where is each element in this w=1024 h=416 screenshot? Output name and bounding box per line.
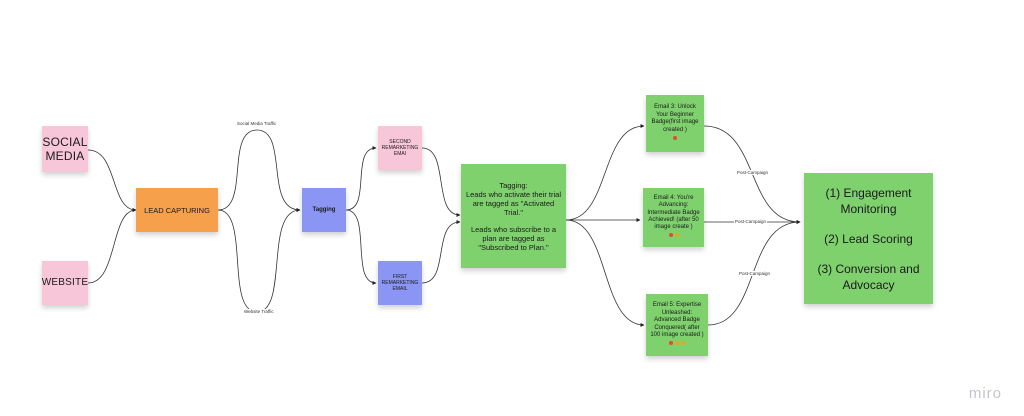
tagging-detail-title: Tagging: [499,180,528,190]
edge-label-post-campaign-mid: Post-Campaign [734,219,768,224]
note-tagging-detail[interactable]: Tagging: Leads who activate their trial … [461,164,566,268]
note-email3-label: Email 3: Unlock Your Beginner Badge(firs… [651,104,699,133]
note-website[interactable]: WEBSITE [42,261,88,305]
tagging-detail-block-2: Leads who subscribe to a plan are tagged… [465,225,562,252]
note-website-label: WEBSITE [41,277,89,288]
note-tagging-label: Tagging [312,207,336,213]
note-first-remarketing[interactable]: FIRST REMARKETING EMAIL [378,261,422,305]
note-lead-capturing[interactable]: LEAD CAPTURING [136,188,218,232]
note-tagging[interactable]: Tagging [302,188,346,232]
note-email4-label: Email 4: You're Advancing: Intermediate … [647,194,700,231]
medal-emoji-icon [672,135,678,142]
note-email4[interactable]: Email 4: You're Advancing: Intermediate … [643,188,704,247]
note-email5-label: Email 5: Expertise Unleashed: Advanced B… [650,302,704,338]
note-email3[interactable]: Email 3: Unlock Your Beginner Badge(firs… [646,95,704,152]
note-second-remarketing[interactable]: SECOND REMARKETING EMAI [378,126,422,170]
edge-second-to-detail [421,147,461,217]
edge-detail-to-email3 [565,124,645,221]
note-first-remarketing-label: FIRST REMARKETING EMAIL [381,274,419,292]
final-step-3: (3) Conversion and Advocacy [817,261,920,292]
tagging-detail-plan: Leads who subscribe to a plan are tagged… [470,224,557,252]
edge-label-website-traffic: Website Traffic [243,309,275,314]
edge-tagging-to-first [345,209,377,285]
edge-lead-to-tagging-website [217,208,301,313]
note-social-media-label: SOCIAL MEDIA [42,135,88,163]
note-email5[interactable]: Email 5: Expertise Unleashed: Advanced B… [646,294,708,356]
edge-label-post-campaign-bottom: Post-Campaign [738,271,772,276]
note-social-media[interactable]: SOCIAL MEDIA [42,126,88,172]
note-lead-capturing-label: LEAD CAPTURING [144,205,210,215]
medal-emoji-icon [668,340,686,347]
note-second-remarketing-label: SECOND REMARKETING EMAI [381,139,419,157]
edge-tagging-to-second [345,146,377,211]
note-final-steps[interactable]: (1) Engagement Monitoring (2) Lead Scori… [804,173,933,304]
final-step-1: (1) Engagement Monitoring [825,185,912,216]
edge-first-to-detail [421,220,461,284]
edge-detail-to-email5 [565,219,645,327]
medal-emoji-icon [668,233,680,240]
tagging-detail-block-1: Tagging: Leads who activate their trial … [465,181,562,217]
edge-social-to-lead [87,149,137,212]
edge-label-social-traffic: Social Media Traffic [236,121,278,126]
miro-watermark: miro [968,385,1002,402]
tagging-detail-trial: Leads who activate their trial are tagge… [465,189,562,217]
edge-label-post-campaign-top: Post-Campaign [736,170,770,175]
final-step-2: (2) Lead Scoring [824,231,913,246]
edge-lead-to-tagging-social [217,129,301,212]
edge-website-to-lead [87,208,137,284]
